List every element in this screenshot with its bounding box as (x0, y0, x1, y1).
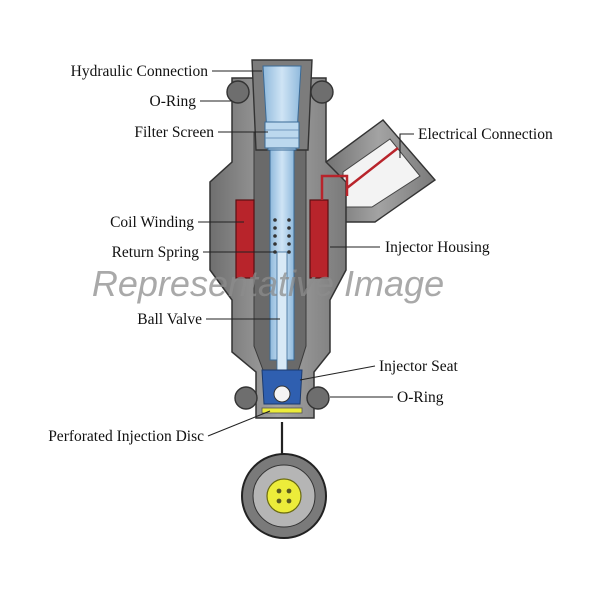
label-o-ring-bottom: O-Ring (397, 389, 444, 406)
filter-screen-shape (264, 121, 300, 149)
o-ring-bottom-left (234, 386, 258, 410)
watermark-text: Representative Image (92, 263, 444, 304)
leader-lines (198, 70, 414, 437)
electrical-wire (320, 147, 399, 200)
label-ball-valve: Ball Valve (137, 311, 202, 328)
label-injector-housing: Injector Housing (385, 239, 490, 256)
o-ring-bottom-right (306, 386, 330, 410)
ball-valve-shape (273, 385, 291, 403)
o-ring-top-left (226, 80, 250, 104)
label-injector-seat: Injector Seat (379, 358, 458, 375)
nozzle-end-view (241, 453, 327, 539)
label-perforated-injection-disc: Perforated Injection Disc (48, 428, 204, 445)
label-return-spring: Return Spring (112, 244, 200, 261)
label-filter-screen: Filter Screen (134, 124, 214, 141)
coil-winding-right (309, 199, 329, 279)
injector-body (209, 59, 437, 419)
return-spring-shape (273, 218, 291, 254)
coil-winding-left (235, 199, 255, 279)
perforated-disc-shape (261, 407, 303, 414)
o-ring-top-right (310, 80, 334, 104)
label-electrical-connection: Electrical Connection (418, 126, 553, 143)
label-hydraulic-connection: Hydraulic Connection (71, 63, 209, 80)
label-coil-winding: Coil Winding (110, 214, 194, 231)
label-o-ring-top: O-Ring (150, 93, 197, 110)
